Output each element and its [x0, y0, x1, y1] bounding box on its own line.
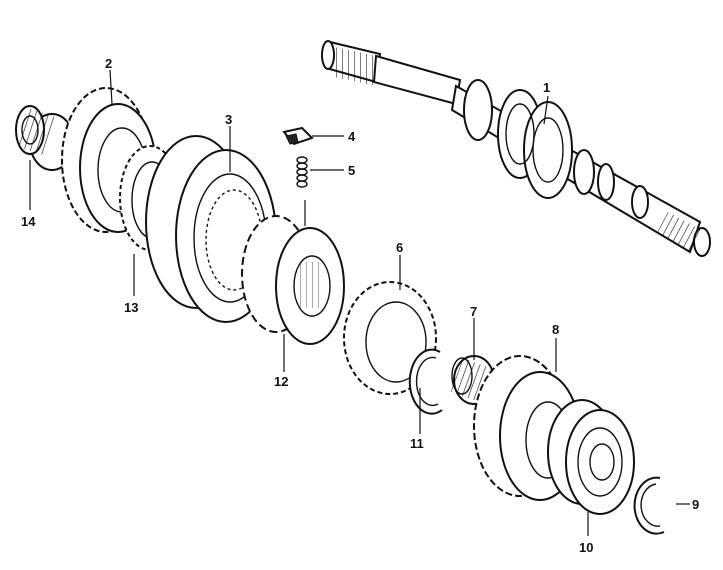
callout-4: 4: [348, 129, 356, 144]
callout-11: 11: [410, 436, 424, 451]
callout-13: 13: [124, 300, 138, 315]
callout-1: 1: [543, 80, 550, 95]
callout-9: 9: [692, 497, 699, 512]
part-1-main-shaft: [321, 40, 711, 257]
part-5-spring: [296, 156, 308, 226]
part-4-shifting-key: [282, 126, 314, 146]
callout-6: 6: [396, 240, 403, 255]
part-12-synchro-hub: [241, 215, 345, 345]
callout-7: 7: [470, 304, 477, 319]
callout-12: 12: [274, 374, 288, 389]
callout-5: 5: [348, 163, 355, 178]
leader-lines: [29, 69, 690, 536]
callout-2: 2: [105, 56, 112, 71]
part-11-snap-ring: [408, 348, 443, 415]
callout-8: 8: [552, 322, 559, 337]
callout-labels: 1 2 3 4 5 6 7 8 9 10 11 12 13 14: [21, 56, 699, 555]
callout-3: 3: [225, 112, 232, 127]
callout-14: 14: [21, 214, 36, 229]
part-9-circlip: [633, 476, 665, 535]
callout-10: 10: [579, 540, 593, 555]
part-10-ball-bearing: [547, 399, 635, 515]
